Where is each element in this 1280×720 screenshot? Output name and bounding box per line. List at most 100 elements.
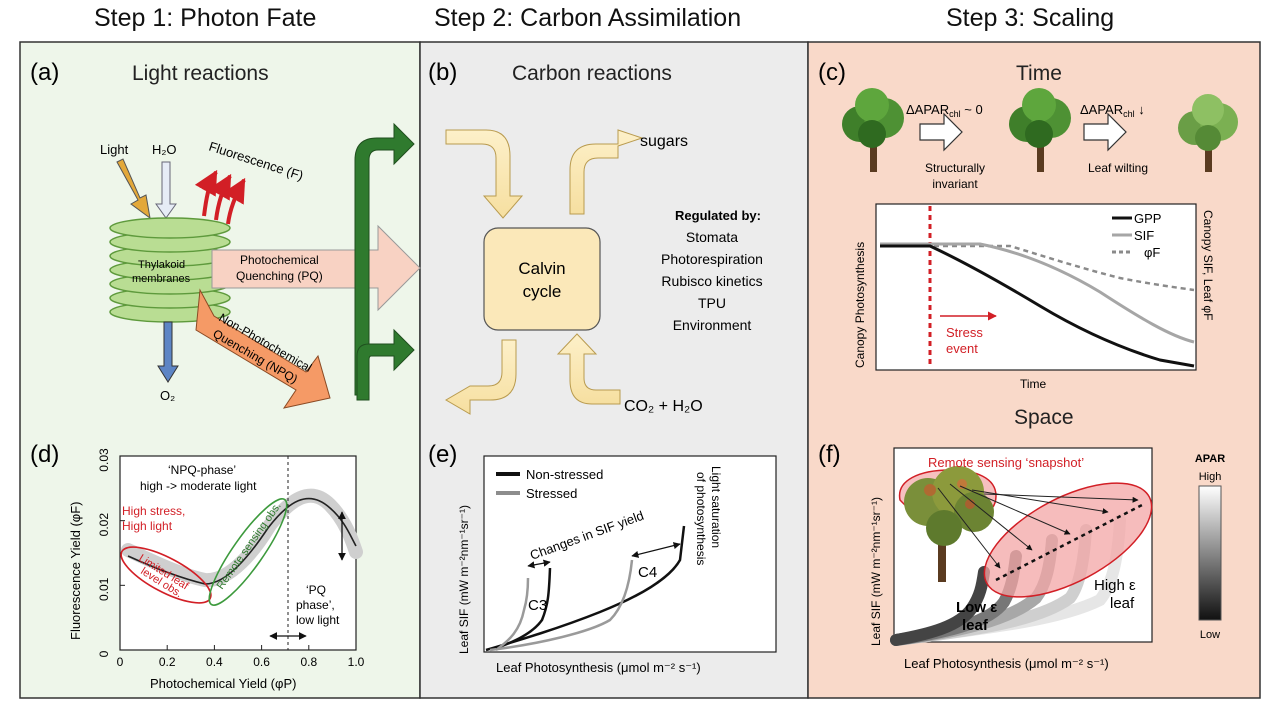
plot-f-ylabel: Leaf SIF (mW m⁻²nm⁻¹sr⁻¹) bbox=[869, 497, 883, 646]
thylakoid-label-1: Thylakoid bbox=[138, 259, 185, 271]
step-1-title: Step 1: Photon Fate bbox=[94, 4, 317, 32]
panel-b-title: Carbon reactions bbox=[512, 62, 672, 85]
pq-label-1: Photochemical bbox=[240, 253, 319, 267]
apar-high-label: High bbox=[1199, 471, 1222, 483]
plot-d-ytick-label: 0.01 bbox=[97, 577, 111, 601]
high-stress-label-2: High light bbox=[122, 519, 173, 533]
tree-icon-1 bbox=[842, 88, 904, 172]
low-eps-label-2: leaf bbox=[962, 617, 989, 634]
plot-e-ylabel: Leaf SIF (mW m⁻²nm⁻¹sr⁻¹) bbox=[457, 505, 471, 654]
regulated-by-label: Regulated by: bbox=[675, 208, 761, 223]
low-eps-label-1: Low ε bbox=[956, 599, 997, 616]
plot-e-light-sat-2: of photosynthesis bbox=[694, 472, 708, 565]
npq-arrow bbox=[195, 288, 331, 409]
high-stress-label-1: High stress, bbox=[122, 504, 185, 518]
remote-ellipse bbox=[983, 482, 1153, 598]
high-eps-label-1: High ε bbox=[1094, 577, 1136, 594]
plot-f-dashed-line bbox=[995, 502, 1145, 582]
calvin-cycle-box bbox=[483, 227, 601, 331]
plot-e-c3-arrow bbox=[527, 559, 551, 569]
plot-d-ytick-label: 0.03 bbox=[97, 448, 111, 472]
snapshot-arrows bbox=[937, 483, 1139, 569]
regulator-1: Photorespiration bbox=[661, 251, 763, 267]
plot-e-c4-label: C4 bbox=[638, 564, 657, 581]
panel-c-title: Time bbox=[1016, 62, 1062, 85]
high-eps-label-2: leaf bbox=[1110, 595, 1135, 612]
step-2-title: Step 2: Carbon Assimilation bbox=[434, 4, 742, 32]
plot-c-phif-line bbox=[880, 244, 1195, 292]
delta-apar-2: ΔAPARchl ↓ bbox=[1080, 102, 1145, 119]
plot-c-legend-1: SIF bbox=[1134, 228, 1154, 243]
delta-apar-1: ΔAPARchl ~ 0 bbox=[906, 102, 983, 119]
remote-obs-ellipse bbox=[208, 498, 288, 606]
regulator-3: TPU bbox=[698, 295, 726, 311]
light-label: Light bbox=[100, 142, 129, 157]
oxygen-arrow bbox=[157, 321, 179, 383]
npq-phase-label-1: ‘NPQ-phase’ bbox=[168, 463, 236, 477]
stress-event-label-1: Stress bbox=[946, 325, 983, 340]
plot-c-sif-line bbox=[880, 242, 1195, 344]
panel-f-letter: (f) bbox=[818, 441, 841, 468]
npq-phase-label-2: high -> moderate light bbox=[140, 479, 257, 493]
plot-c-ylabel-right: Canopy SIF, Leaf φF bbox=[1201, 210, 1215, 321]
plot-d-xtick-label: 0.4 bbox=[206, 655, 223, 669]
plot-d-xtick-label: 1.0 bbox=[348, 655, 365, 669]
caption-invariant: invariant bbox=[932, 177, 978, 191]
plot-d-curve bbox=[127, 497, 357, 585]
regulator-2: Rubisco kinetics bbox=[661, 273, 762, 289]
plot-e-area bbox=[483, 455, 777, 653]
plot-c-ylabel: Canopy Photosynthesis bbox=[853, 242, 867, 368]
plot-c-legend-2: φF bbox=[1144, 245, 1160, 260]
panel-b-letter: (b) bbox=[428, 59, 457, 86]
sugars-label: sugars bbox=[640, 133, 688, 150]
stress-event-label-2: event bbox=[946, 341, 978, 356]
apar-low-label: Low bbox=[1200, 629, 1220, 641]
plot-d-ylabel: Fluorescence Yield (φF) bbox=[68, 502, 83, 640]
carbon-cycle-arrows bbox=[445, 129, 644, 415]
water-label: H₂O bbox=[152, 142, 177, 157]
pq-phase-label-2: phase’, bbox=[296, 598, 335, 612]
plot-f-xlabel: Leaf Photosynthesis (μmol m⁻² s⁻¹) bbox=[904, 656, 1109, 671]
caption-leaf-wilting: Leaf wilting bbox=[1088, 161, 1148, 175]
regulator-0: Stomata bbox=[686, 229, 738, 245]
plot-d-xtick-label: 0 bbox=[117, 655, 124, 669]
plot-d-xtick-label: 0.6 bbox=[253, 655, 270, 669]
time-arrow-2 bbox=[1083, 112, 1127, 152]
plot-e-c3-stressed bbox=[495, 577, 530, 652]
plot-e-c4-arrow bbox=[631, 542, 681, 558]
plot-e-xlabel: Leaf Photosynthesis (μmol m⁻² s⁻¹) bbox=[496, 660, 701, 675]
calvin-label-1: Calvin bbox=[518, 259, 565, 278]
pq-arrow bbox=[211, 224, 421, 312]
panel-e-letter: (e) bbox=[428, 441, 457, 468]
regulator-4: Environment bbox=[673, 317, 752, 333]
plot-e-c3-nonstressed bbox=[495, 567, 552, 650]
plot-e-light-sat-1: Light saturation bbox=[709, 466, 723, 548]
pq-phase-label-3: low light bbox=[296, 613, 340, 627]
co2-h2o-label: CO₂ + H₂O bbox=[624, 398, 703, 415]
limited-obs-ellipse bbox=[120, 546, 212, 604]
green-bracket-arrows bbox=[354, 122, 415, 401]
plot-e-c4-nonstressed bbox=[485, 525, 686, 652]
water-arrow bbox=[155, 161, 177, 219]
panel-c-letter: (c) bbox=[818, 59, 846, 86]
pq-phase-label-1: ‘PQ bbox=[306, 583, 326, 597]
light-arrow bbox=[116, 158, 151, 220]
step-3-title: Step 3: Scaling bbox=[946, 4, 1115, 32]
panel-f-title: Space bbox=[1014, 406, 1074, 429]
pq-label-2: Quenching (PQ) bbox=[236, 269, 323, 283]
plot-c-legend-0: GPP bbox=[1134, 211, 1161, 226]
fluorescence-arrows bbox=[194, 169, 246, 225]
plot-d-ytick-label: 0.02 bbox=[97, 513, 111, 537]
plot-c-xlabel: Time bbox=[1020, 377, 1047, 391]
time-arrow-1 bbox=[919, 112, 963, 152]
plot-c-gpp-line bbox=[880, 244, 1195, 368]
plot-e-c4-stressed bbox=[489, 559, 634, 652]
tree-icon-3 bbox=[1178, 94, 1238, 172]
plot-d-ytick-label: 0 bbox=[97, 650, 111, 657]
calvin-label-2: cycle bbox=[523, 282, 562, 301]
caption-structurally: Structurally bbox=[925, 161, 985, 175]
snapshot-label: Remote sensing ‘snapshot’ bbox=[928, 455, 1084, 470]
plot-d-xtick-label: 0.2 bbox=[159, 655, 176, 669]
